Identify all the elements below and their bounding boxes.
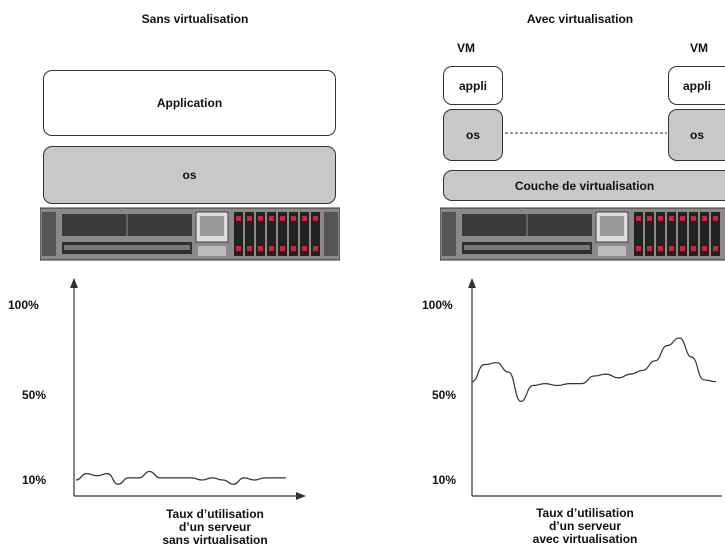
drive-led [669, 216, 674, 221]
drive-bay [300, 212, 309, 256]
appli-label-right: appli [682, 78, 711, 93]
drive-led [636, 216, 641, 221]
vm-label-left: VM [457, 41, 475, 55]
drive-led [302, 246, 307, 251]
drive-bay [711, 212, 720, 256]
right-tick-100: 100% [422, 298, 453, 312]
drive-led [291, 246, 296, 251]
os-label: os [182, 168, 197, 182]
drive-bay [700, 212, 709, 256]
left-utilization-line [75, 470, 286, 485]
drive-led [691, 246, 696, 251]
drive-led [247, 216, 252, 221]
drive-bay [645, 212, 654, 256]
virtualisation-layer-box: Couche de virtualisation [443, 170, 725, 201]
drive-led [269, 246, 274, 251]
right-utilization-line [471, 337, 717, 402]
virtualisation-layer-label: Couche de virtualisation [514, 178, 655, 193]
drive-led [669, 246, 674, 251]
vm-os-box-left: os [443, 109, 503, 161]
left-caption-line-2: d’un serveur [178, 520, 252, 534]
drive-led [702, 216, 707, 221]
drive-led [258, 246, 263, 251]
drive-led [313, 246, 318, 251]
left-y-arrow [70, 278, 78, 288]
left-tick-10: 10% [22, 473, 47, 487]
drive-led [680, 216, 685, 221]
right-caption-line-2: d’un serveur [548, 519, 622, 533]
drive-led [713, 246, 718, 251]
vm-os-box-right: os [668, 109, 725, 161]
drive-led [636, 246, 641, 251]
drive-led [269, 216, 274, 221]
right-tick-50: 50% [432, 388, 457, 402]
drive-bay [234, 212, 243, 256]
drive-led [247, 246, 252, 251]
drive-led [258, 216, 263, 221]
vm-label-right: VM [690, 41, 708, 55]
server-right-image [440, 207, 725, 261]
drive-led [302, 216, 307, 221]
application-label: Application [156, 96, 223, 110]
drive-led [691, 216, 696, 221]
appli-box-left: appli [443, 66, 503, 105]
right-caption-line-3: avec virtualisation [532, 532, 638, 546]
drive-led [291, 216, 296, 221]
right-y-arrow [468, 278, 476, 288]
left-caption-line-1: Taux d’utilisation [166, 507, 264, 521]
drive-bay [634, 212, 643, 256]
drive-bay [289, 212, 298, 256]
drive-led [647, 216, 652, 221]
drive-led [658, 246, 663, 251]
left-title: Sans virtualisation [141, 12, 249, 26]
drive-led [658, 216, 663, 221]
right-tick-10: 10% [432, 473, 457, 487]
drive-bay [267, 212, 276, 256]
right-caption: Taux d’utilisation d’un serveur avec vir… [500, 507, 670, 546]
drive-bay [311, 212, 320, 256]
left-utilization-chart [70, 278, 306, 500]
drive-bay [256, 212, 265, 256]
right-utilization-chart [468, 278, 722, 497]
drive-led [713, 216, 718, 221]
drive-led [236, 246, 241, 251]
drive-bay [667, 212, 676, 256]
left-caption: Taux d’utilisation d’un serveur sans vir… [130, 508, 300, 547]
appli-label-left: appli [458, 78, 487, 93]
drive-led [702, 246, 707, 251]
vm-os-label-left: os [465, 128, 480, 142]
vm-dashed-connector [505, 132, 667, 134]
vm-os-label-right: os [689, 128, 704, 142]
drive-bay [656, 212, 665, 256]
drive-led [680, 246, 685, 251]
left-tick-100: 100% [8, 298, 39, 312]
left-tick-50: 50% [22, 388, 47, 402]
server-left-image [40, 207, 340, 261]
drive-led [647, 246, 652, 251]
drive-led [280, 246, 285, 251]
drive-led [280, 216, 285, 221]
application-box: Application [43, 70, 336, 136]
drive-bay [278, 212, 287, 256]
drive-bay [245, 212, 254, 256]
drive-bay [689, 212, 698, 256]
right-caption-line-1: Taux d’utilisation [536, 506, 634, 520]
drive-bay [678, 212, 687, 256]
drive-led [236, 216, 241, 221]
appli-box-right: appli [668, 66, 725, 105]
drive-led [313, 216, 318, 221]
left-x-arrow [296, 492, 306, 500]
left-caption-line-3: sans virtualisation [162, 533, 268, 547]
right-title: Avec virtualisation [526, 12, 634, 26]
os-box: os [43, 146, 336, 204]
